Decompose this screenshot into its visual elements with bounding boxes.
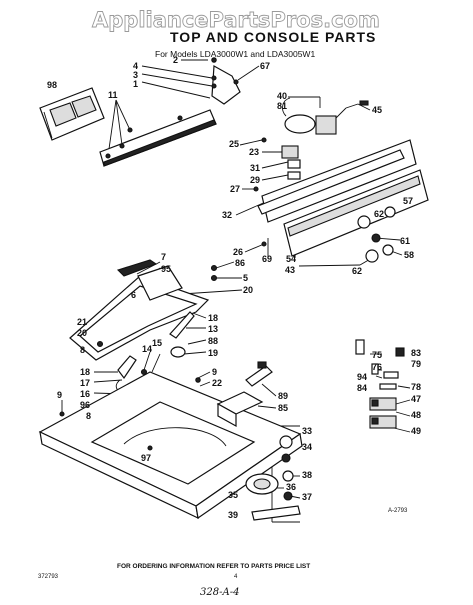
callout-29: 29 [250, 175, 260, 185]
callout-38: 38 [302, 470, 312, 480]
callout-27: 27 [230, 184, 240, 194]
callout-67: 67 [260, 61, 270, 71]
cabinet-top-part [38, 371, 303, 520]
water-level-switch-part [216, 361, 273, 428]
washer-lid-part [69, 259, 218, 361]
callout-86: 86 [235, 258, 245, 268]
callout-32: 32 [222, 210, 232, 220]
callout-48: 48 [411, 410, 421, 420]
lint-filter-part [39, 87, 105, 141]
callout-20: 20 [243, 285, 253, 295]
callout-22: 22 [212, 378, 222, 388]
callout-17: 17 [80, 378, 90, 388]
callout-84: 84 [357, 383, 367, 393]
callout-2: 2 [173, 55, 178, 65]
callout-1: 1 [133, 79, 138, 89]
ordering-note: FOR ORDERING INFORMATION REFER TO PARTS … [117, 563, 310, 570]
callout-36: 36 [286, 482, 296, 492]
callout-18b: 18 [80, 367, 90, 377]
callout-94: 94 [357, 372, 367, 382]
parts-drawing [38, 57, 429, 521]
callout-19: 19 [208, 348, 218, 358]
callout-8: 8 [80, 345, 85, 355]
callout-21: 21 [77, 317, 87, 327]
callout-5: 5 [243, 273, 248, 283]
callout-37: 37 [302, 492, 312, 502]
callout-3: 3 [133, 70, 138, 80]
console-switches-part [253, 137, 301, 192]
callout-20b: 20 [77, 328, 87, 338]
diagram-code: A-2793 [388, 508, 408, 514]
callout-11: 11 [108, 90, 118, 100]
callout-13: 13 [208, 324, 218, 334]
callout-47: 47 [411, 394, 421, 404]
callout-61: 61 [400, 236, 410, 246]
callout-39: 39 [228, 510, 238, 520]
agitator-parts-part [245, 435, 301, 521]
callout-33: 33 [302, 426, 312, 436]
callout-26: 26 [233, 247, 243, 257]
page-subtitle: For Models LDA3000W1 and LDA3005W1 [155, 49, 315, 59]
callout-35: 35 [228, 490, 238, 500]
console-bracket-part [211, 57, 241, 105]
callout-75: 75 [372, 350, 382, 360]
callout-54: 54 [286, 254, 296, 264]
callout-7: 7 [161, 252, 166, 262]
callout-98: 98 [47, 80, 57, 90]
callout-25: 25 [229, 139, 239, 149]
callout-15: 15 [152, 338, 162, 348]
callout-8b: 8 [86, 411, 91, 421]
document-number: 372793 [38, 574, 59, 580]
callout-76: 76 [372, 362, 382, 372]
callout-16: 16 [80, 389, 90, 399]
page-number: 4 [234, 574, 238, 580]
callout-4: 4 [133, 61, 138, 71]
callout-9b: 9 [57, 390, 62, 400]
callout-79: 79 [411, 359, 421, 369]
page-title: TOP AND CONSOLE PARTS [170, 29, 376, 45]
callout-18: 18 [208, 313, 218, 323]
callout-9: 9 [212, 367, 217, 377]
callout-40: 40 [277, 91, 287, 101]
callout-81: 81 [277, 101, 287, 111]
callout-95: 95 [161, 264, 171, 274]
timer-part [282, 97, 369, 135]
callout-31: 31 [250, 163, 260, 173]
callout-83: 83 [411, 348, 421, 358]
callout-58: 58 [404, 250, 414, 260]
callout-78: 78 [411, 382, 421, 392]
callout-14: 14 [142, 344, 152, 354]
callout-97: 97 [141, 453, 151, 463]
small-electrical-parts-part [355, 339, 405, 429]
callout-45: 45 [372, 105, 382, 115]
watermark: AppliancePartsPros.com [92, 8, 380, 32]
callout-62: 62 [374, 209, 384, 219]
callout-62b: 62 [352, 266, 362, 276]
handwritten-note: 328-A-4 [200, 587, 239, 598]
callout-88: 88 [208, 336, 218, 346]
callout-89: 89 [278, 391, 288, 401]
callout-34: 34 [302, 442, 312, 452]
console-panel-part [257, 139, 429, 263]
callout-85: 85 [278, 403, 288, 413]
callout-23: 23 [249, 147, 259, 157]
callout-57: 57 [403, 196, 413, 206]
callout-6: 6 [131, 290, 136, 300]
callout-96: 96 [80, 400, 90, 410]
callout-69: 69 [262, 254, 272, 264]
rear-guard-panel-part [99, 109, 217, 167]
callout-43: 43 [285, 265, 295, 275]
callout-numbers: 98 2 4 3 1 67 11 40 81 45 25 23 31 29 27… [47, 55, 421, 520]
callout-49: 49 [411, 426, 421, 436]
